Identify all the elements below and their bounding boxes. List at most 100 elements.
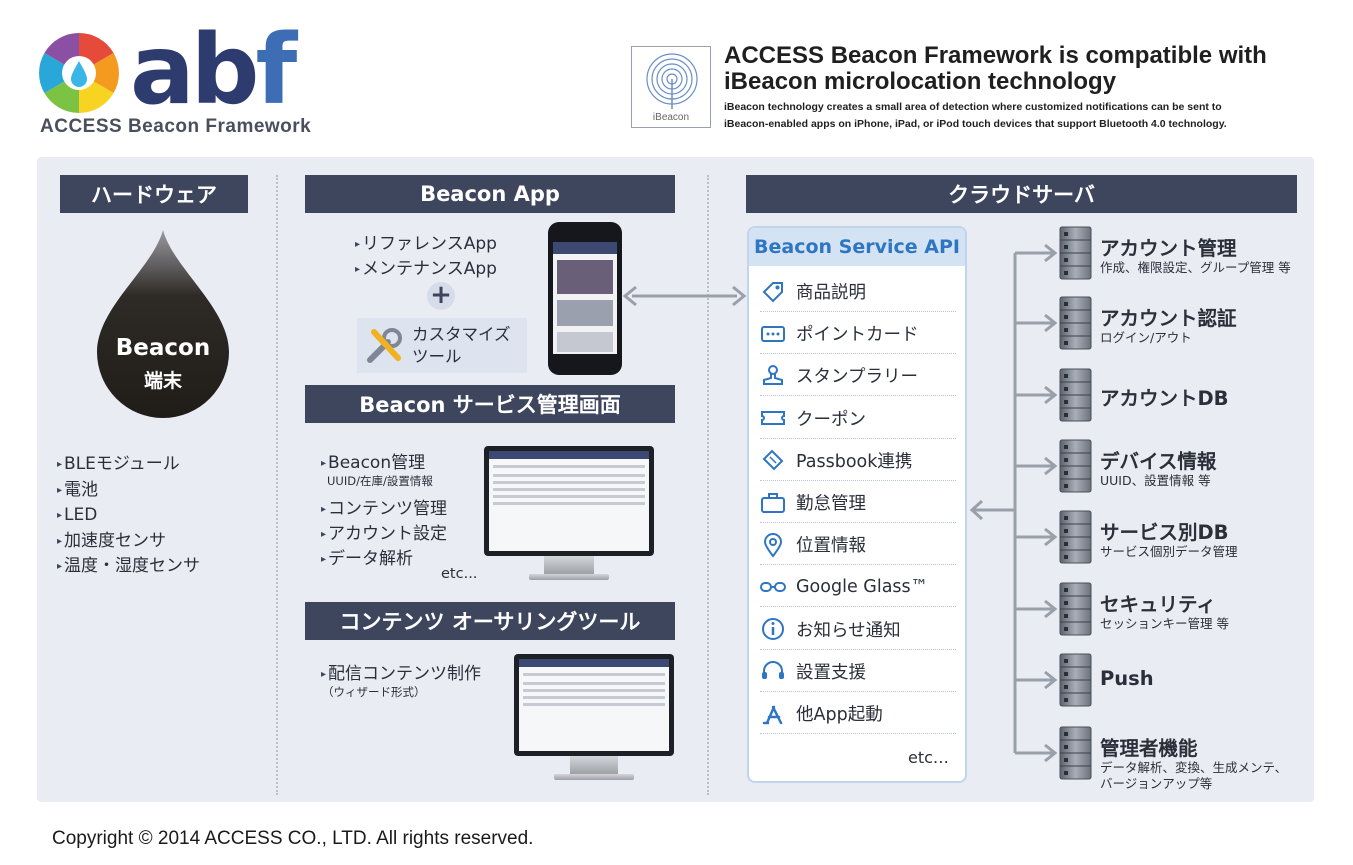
hardware-list: BLEモジュール 電池 LED 加速度センサ 温度・湿度センサ: [57, 452, 200, 580]
location-pin-icon: [760, 532, 786, 558]
beacon-device-sublabel: 端末: [143, 370, 182, 392]
list-item: データ解析: [321, 544, 413, 569]
admin-monitor-image: [484, 446, 654, 584]
api-item: Passbook連携: [760, 441, 956, 481]
api-item: スタンプラリー: [760, 356, 956, 397]
bidirectional-arrow-icon: [622, 285, 747, 307]
server-icon: [1059, 439, 1092, 493]
copyright-text: Copyright © 2014 ACCESS CO., LTD. All ri…: [52, 828, 534, 849]
server-title: サービス別DB: [1100, 521, 1229, 544]
list-item: コンテンツ管理: [321, 494, 447, 519]
column-divider: [707, 175, 709, 795]
api-item-label: Google Glass™: [796, 576, 929, 597]
authoring-monitor-image: [514, 654, 674, 782]
server-icon: [1059, 368, 1092, 422]
api-item: Google Glass™: [760, 567, 956, 608]
server-subtitle: セッションキー管理 等: [1100, 616, 1229, 631]
server-subtitle: サービス個別データ管理: [1100, 544, 1238, 559]
cloud-server-header: クラウドサーバ: [746, 175, 1297, 213]
api-item: お知らせ通知: [760, 610, 956, 650]
list-item: 加速度センサ: [57, 529, 200, 555]
api-item-label: 勤怠管理: [796, 494, 866, 514]
server-title: アカウント管理: [1100, 237, 1237, 260]
api-item-label: 設置支援: [796, 662, 866, 683]
stamp-icon: [760, 363, 786, 389]
list-item: アカウント設定: [321, 519, 447, 544]
customize-tool-label: カスタマイズ ツール: [412, 325, 511, 366]
plus-icon: +: [427, 282, 455, 310]
api-item-label: お知らせ通知: [796, 620, 901, 641]
server-icon: [1059, 582, 1092, 636]
server-icon: [1059, 726, 1092, 780]
briefcase-icon: [760, 490, 786, 516]
server-subtitle: ログイン/アウト: [1100, 330, 1192, 345]
server-icon: [1059, 226, 1092, 280]
list-item: 温度・湿度センサ: [57, 554, 200, 580]
api-item-label: クーポン: [796, 409, 866, 430]
list-item: Beacon管理: [321, 448, 425, 473]
abf-logo-wheel-icon: [39, 33, 119, 113]
server-icon: [1059, 296, 1092, 350]
ibeacon-badge: iBeacon: [631, 46, 711, 128]
api-item: 位置情報: [760, 525, 956, 566]
hardware-header: ハードウェア: [60, 175, 248, 213]
list-item: LED: [57, 503, 200, 529]
api-item-label: スタンプラリー: [796, 367, 918, 388]
authoring-header: コンテンツ オーサリングツール: [305, 602, 675, 640]
tag-icon: [760, 279, 786, 305]
beacon-app-header: Beacon App: [305, 175, 675, 213]
server-subtitle: 作成、権限設定、グループ管理 等: [1100, 260, 1291, 275]
api-item: 設置支援: [760, 652, 956, 692]
server-title: Push: [1100, 667, 1154, 690]
architecture-panel: [37, 157, 1314, 802]
logo-subtitle: ACCESS Beacon Framework: [40, 116, 312, 137]
list-item-note: （ウィザード形式）: [322, 685, 426, 699]
column-divider: [276, 175, 278, 795]
list-item: メンテナンスApp: [355, 254, 497, 279]
server-title: アカウントDB: [1100, 387, 1229, 410]
list-item: BLEモジュール: [57, 452, 200, 478]
beacon-device-label: Beacon: [115, 335, 211, 361]
ibeacon-label: iBeacon: [652, 112, 690, 123]
list-item: 配信コンテンツ制作: [321, 659, 481, 684]
etc-label: etc...: [441, 566, 478, 582]
glasses-icon: [760, 574, 786, 600]
abf-logo-text: abf: [130, 14, 297, 126]
api-item: 勤怠管理: [760, 483, 956, 523]
card-icon: [760, 321, 786, 347]
server-title: デバイス情報: [1100, 450, 1217, 473]
etc-label: etc…: [908, 748, 949, 767]
service-admin-header: Beacon サービス管理画面: [305, 385, 675, 423]
api-item: 商品説明: [760, 272, 956, 312]
app-store-icon: [760, 701, 786, 727]
smartphone-image: [548, 222, 622, 375]
api-item-label: 他App起動: [796, 705, 883, 725]
service-api-title: Beacon Service API: [749, 228, 965, 266]
api-item: ポイントカード: [760, 314, 956, 355]
api-item: 他App起動: [760, 694, 956, 734]
pass-icon: [760, 447, 786, 473]
server-icon: [1059, 653, 1092, 707]
server-icon: [1059, 510, 1092, 564]
list-item-note: UUID/在庫/設置情報: [327, 474, 433, 488]
api-item-label: 商品説明: [796, 283, 866, 303]
header-description: iBeacon technology creates a small area …: [724, 101, 1227, 130]
coupon-icon: [760, 405, 786, 431]
server-title: アカウント認証: [1100, 307, 1237, 330]
server-title: 管理者機能: [1100, 737, 1198, 760]
server-title: セキュリティ: [1100, 593, 1216, 616]
ibeacon-icon: [646, 53, 698, 109]
api-item-label: 位置情報: [796, 536, 866, 557]
headset-icon: [760, 658, 786, 684]
api-item-label: Passbook連携: [796, 451, 913, 472]
tools-icon: [367, 328, 402, 363]
api-item: クーポン: [760, 399, 956, 439]
list-item: リファレンスApp: [355, 229, 497, 254]
info-icon: [760, 616, 786, 642]
server-subtitle: UUID、設置情報 等: [1100, 473, 1211, 488]
server-subtitle: データ解析、変換、生成メンテ、: [1100, 760, 1288, 775]
server-connector-lines: [969, 243, 1058, 763]
list-item: 電池: [57, 478, 200, 504]
service-api-box: [747, 226, 967, 783]
api-item-label: ポイントカード: [796, 325, 919, 346]
